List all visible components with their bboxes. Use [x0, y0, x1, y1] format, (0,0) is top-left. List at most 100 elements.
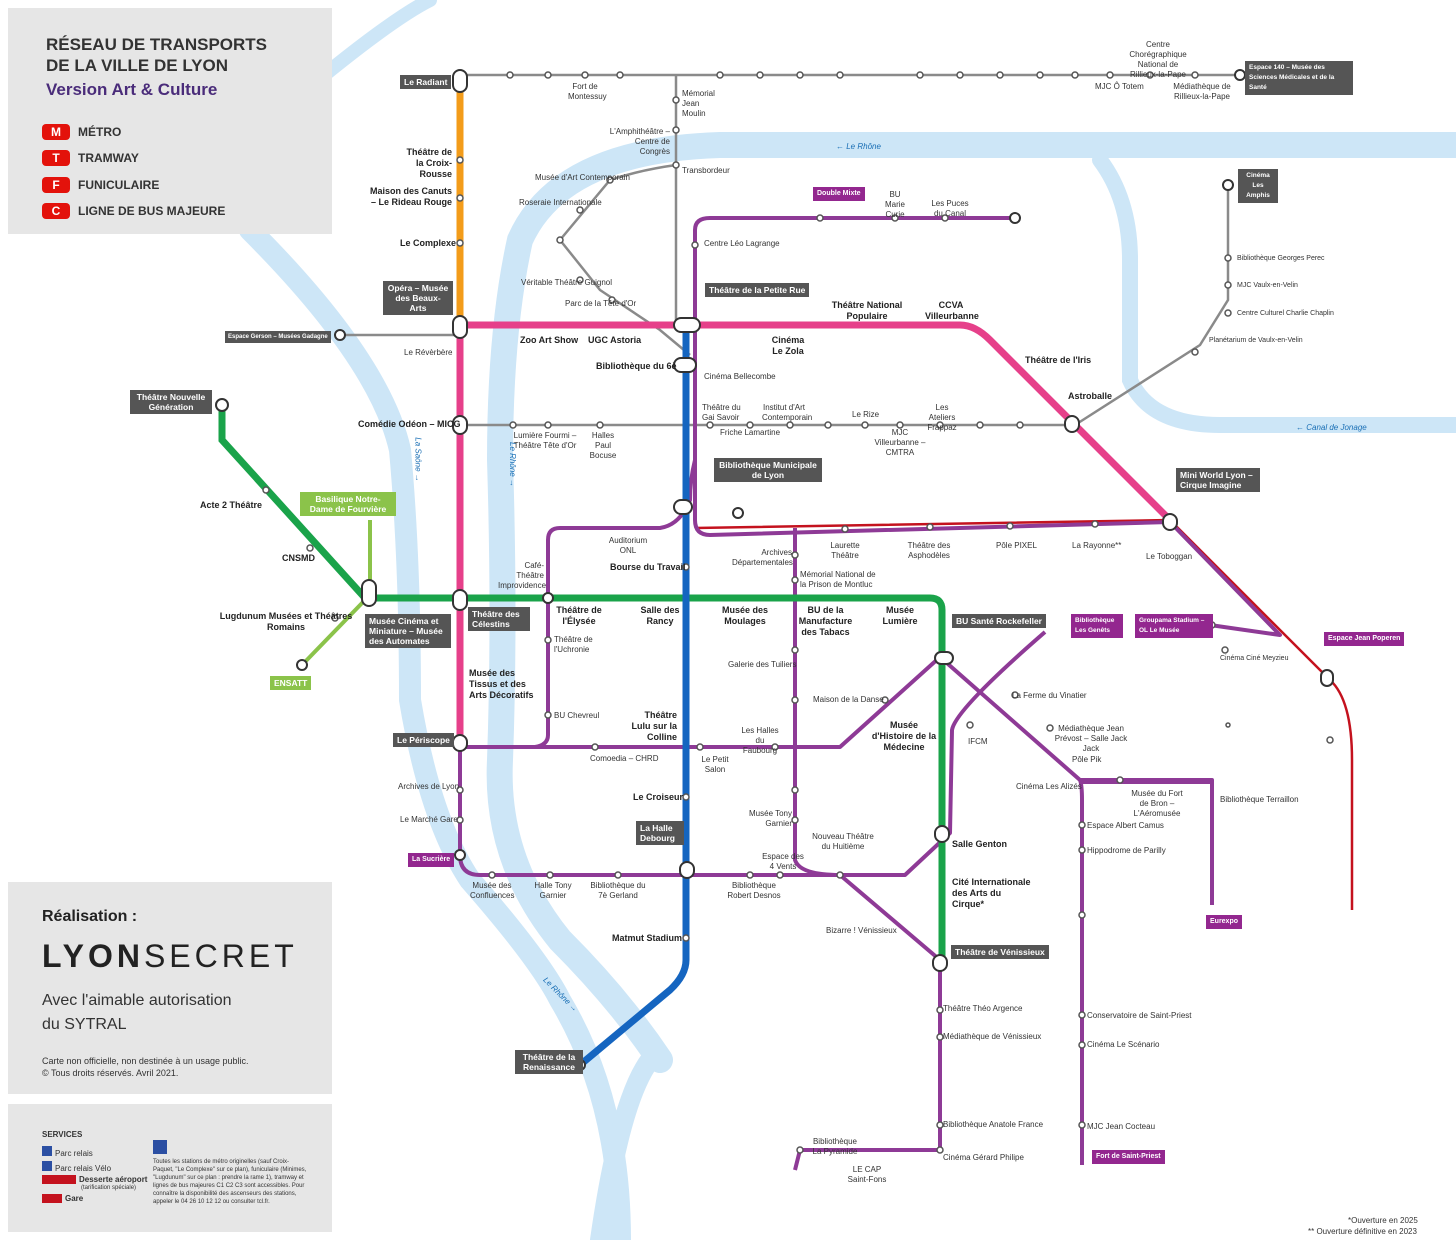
station-ugc-astoria[interactable]: UGC Astoria: [588, 335, 642, 345]
box-renaissance[interactable]: Théâtre de la Renaissance: [515, 1050, 583, 1074]
station-salle-rancy[interactable]: Salle des Rancy: [640, 605, 680, 626]
box-genets[interactable]: Bibliothèque Les Genêts: [1071, 614, 1123, 638]
box-mini-world[interactable]: Mini World Lyon – Cirque Imagine: [1176, 468, 1260, 492]
station-moulages[interactable]: Musée des Moulages: [721, 605, 769, 626]
station-puces-canal[interactable]: Les Puces du Canal: [931, 199, 969, 218]
box-tng[interactable]: Théâtre Nouvelle Génération: [130, 390, 212, 414]
station-lulu[interactable]: Théâtre Lulu sur la Colline: [631, 710, 677, 742]
station-fort-montessuy[interactable]: Fort de Montessuy: [568, 82, 607, 101]
box-amphis[interactable]: Cinéma Les Amphis: [1238, 169, 1278, 203]
station-manufacture[interactable]: BU de la Manufacture des Tabacs: [798, 605, 853, 637]
box-double-mixte[interactable]: Double Mixte: [813, 187, 865, 201]
station-mjc-o-totem[interactable]: MJC Ô Totem: [1095, 82, 1144, 91]
box-ensatt[interactable]: ENSATT: [270, 676, 312, 690]
station-pole-pik[interactable]: Pôle Pik: [1072, 755, 1102, 764]
station-iris[interactable]: Théâtre de l'Iris: [1025, 355, 1092, 365]
station-laurette[interactable]: Laurette Théâtre: [830, 541, 860, 560]
station-salle-genton[interactable]: Salle Genton: [952, 839, 1008, 849]
station-bourse-travail[interactable]: Bourse du Travail: [610, 562, 686, 572]
station-nth8[interactable]: Nouveau Théâtre du Huitième: [812, 832, 874, 851]
station-histoire-medecine[interactable]: Musée d'Histoire de la Médecine: [871, 720, 937, 752]
station-bu-marie-curie[interactable]: BU Marie Curie: [884, 190, 905, 219]
station-cnsmd[interactable]: CNSMD: [282, 553, 315, 563]
station-comoedia[interactable]: Comoedia – CHRD: [590, 754, 659, 763]
box-sucriere[interactable]: La Sucrière: [408, 853, 455, 867]
station-jean-cocteau[interactable]: MJC Jean Cocteau: [1087, 1122, 1156, 1131]
station-terraillon[interactable]: Bibliothèque Terraillon: [1220, 795, 1299, 804]
station-transbordeur[interactable]: Transbordeur: [682, 166, 730, 175]
box-le-radiant[interactable]: Le Radiant: [400, 75, 452, 89]
station-bizarre[interactable]: Bizarre ! Vénissieux: [826, 926, 897, 935]
station-tnp[interactable]: Théâtre National Populaire: [831, 300, 903, 321]
box-opera[interactable]: Opéra – Musée des Beaux-Arts: [383, 281, 453, 315]
station-halle-tony-garnier[interactable]: Halle Tony Garnier: [534, 881, 572, 900]
station-georges-perec[interactable]: Bibliothèque Georges Perec: [1237, 255, 1325, 262]
station-confluences[interactable]: Musée des Confluences: [470, 881, 515, 900]
station-parilly[interactable]: Hippodrome de Parilly: [1087, 846, 1166, 855]
station-conservatoire-saint-priest[interactable]: Conservatoire de Saint-Priest: [1087, 1011, 1192, 1020]
station-lugdunum[interactable]: Lugdunum Musées et Théâtres Romains: [219, 611, 353, 632]
station-jean-prevost[interactable]: Médiathèque Jean Prévost – Salle Jack Ja…: [1054, 724, 1128, 753]
station-maison-canuts[interactable]: Maison des Canuts – Le Rideau Rouge: [369, 186, 452, 207]
station-ateliers-frappaz[interactable]: Les Ateliers Frappaz: [927, 403, 957, 432]
station-halles-bocuse[interactable]: Halles Paul Bocuse: [589, 431, 617, 460]
station-le-rize[interactable]: Le Rize: [852, 410, 880, 419]
station-planetarium[interactable]: Planétarium de Vaulx-en-Velin: [1209, 337, 1303, 344]
box-musee-cinema[interactable]: Musée Cinéma et Miniature – Musée des Au…: [365, 614, 451, 648]
station-gai-savoir[interactable]: Théâtre du Gai Savoir: [702, 403, 741, 422]
box-celestins[interactable]: Théâtre des Célestins: [468, 607, 530, 631]
station-astroballe[interactable]: Astroballe: [1068, 391, 1113, 401]
station-amphitheatre[interactable]: L'Amphithéâtre – Centre de Congrès: [609, 127, 670, 156]
station-zoo-art-show[interactable]: Zoo Art Show: [520, 335, 579, 345]
station-comedie-odeon[interactable]: Comédie Odéon – MICG: [358, 419, 461, 429]
station-musee-tissus[interactable]: Musée des Tissus et des Arts Décoratifs: [469, 668, 534, 700]
station-mjc-villeurbanne[interactable]: MJC Villeurbanne – CMTRA: [874, 428, 926, 457]
station-gerard-philipe[interactable]: Cinéma Gérard Philipe: [943, 1153, 1024, 1162]
station-roseraie[interactable]: Roseraie Internationale: [519, 198, 602, 207]
box-fourviere[interactable]: Basilique Notre-Dame de Fourvière: [300, 492, 396, 516]
station-lumiere-fourmi[interactable]: Lumière Fourmi – Théâtre Tête d'Or: [513, 431, 577, 450]
station-mjc-vaulx[interactable]: MJC Vaulx-en-Velin: [1237, 282, 1298, 289]
station-cinema-zola[interactable]: Cinéma Le Zola: [771, 335, 805, 356]
station-la-rayonne[interactable]: La Rayonne**: [1072, 541, 1122, 550]
station-anatole-france[interactable]: Bibliothèque Anatole France: [943, 1120, 1044, 1129]
station-le-scenario[interactable]: Cinéma Le Scénario: [1087, 1040, 1160, 1049]
station-4-vents[interactable]: Espace des 4 Vents: [762, 852, 804, 871]
box-espace-140[interactable]: Espace 140 – Musée des Sciences Médicale…: [1245, 61, 1353, 95]
station-reverbere[interactable]: Le Révèrbère: [404, 348, 453, 357]
box-eurexpo[interactable]: Eurexpo: [1206, 915, 1243, 929]
station-guignol[interactable]: Véritable Théâtre Guignol: [521, 278, 613, 287]
station-bu-chevreul[interactable]: BU Chevreul: [554, 711, 600, 720]
station-uchronie[interactable]: Théâtre de l'Uchronie: [554, 635, 593, 654]
station-leo-lagrange[interactable]: Centre Léo Lagrange: [704, 239, 780, 248]
box-groupama[interactable]: Groupama Stadium – OL Le Musée: [1135, 614, 1213, 638]
station-iac[interactable]: Institut d'Art Contemporain: [762, 403, 813, 422]
station-bibliotheque-6e[interactable]: Bibliothèque du 6è: [596, 361, 677, 371]
station-cine-meyzieu[interactable]: Cinéma Ciné Meyzieu: [1220, 655, 1289, 662]
station-le-cap[interactable]: LE CAP Saint-Fons: [847, 1165, 887, 1184]
station-mediatheque-venissieux[interactable]: Médiathèque de Vénissieux: [943, 1032, 1042, 1041]
station-archives-departementales[interactable]: Archives Départementales: [732, 548, 793, 567]
station-acte-2[interactable]: Acte 2 Théâtre: [200, 500, 263, 510]
station-ferme-vinatier[interactable]: La Ferme du Vinatier: [1012, 691, 1087, 700]
station-fort-bron[interactable]: Musée du Fort de Bron – L'Aéromusée: [1131, 789, 1183, 818]
station-marche-gare[interactable]: Le Marché Gare: [400, 815, 458, 824]
station-albert-camus[interactable]: Espace Albert Camus: [1087, 821, 1164, 830]
station-friche-lamartine[interactable]: Friche Lamartine: [720, 428, 781, 437]
station-cinema-alizes[interactable]: Cinéma Les Alizés: [1016, 782, 1082, 791]
box-periscope[interactable]: Le Périscope: [393, 733, 454, 747]
station-croix-rousse[interactable]: Théâtre de la Croix-Rousse: [406, 147, 452, 179]
box-jean-poperen[interactable]: Espace Jean Poperen: [1324, 632, 1405, 646]
station-charlie-chaplin[interactable]: Centre Culturel Charlie Chaplin: [1237, 310, 1334, 317]
station-pole-pixel[interactable]: Pôle PIXEL: [996, 541, 1037, 550]
station-ifcm[interactable]: IFCM: [968, 737, 988, 746]
box-venissieux[interactable]: Théâtre de Vénissieux: [951, 945, 1049, 959]
station-improvidence[interactable]: Café-Théâtre Improvidence: [498, 561, 547, 590]
station-mediatheque-rillieux[interactable]: Médiathèque de Rillieux-la-Pape: [1173, 82, 1231, 101]
box-halle-debourg[interactable]: La Halle Debourg: [636, 821, 684, 845]
station-galerie-tuiliers[interactable]: Galerie des Tuiliers: [728, 660, 797, 669]
station-halles-faubourg[interactable]: Les Halles du Faubourg: [741, 726, 779, 755]
station-asphodeles[interactable]: Théâtre des Asphodèles: [907, 541, 951, 560]
station-cinema-bellecombe[interactable]: Cinéma Bellecombe: [704, 372, 776, 381]
station-theo-argence[interactable]: Théâtre Théo Argence: [943, 1004, 1023, 1013]
